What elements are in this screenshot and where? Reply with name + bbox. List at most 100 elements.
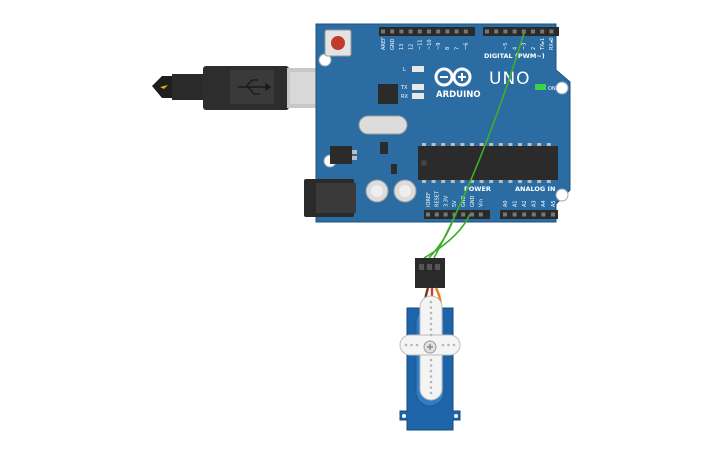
digital-header-label: DIGITAL (PWM~): [484, 52, 545, 60]
power-led: ON: [535, 84, 556, 92]
digital-pin-label: 13: [399, 44, 405, 50]
analog-pin-label: A0: [503, 200, 509, 207]
small-component: [380, 142, 388, 154]
digital-pin-hole[interactable]: [399, 29, 404, 34]
analog-pin-label: A3: [532, 200, 538, 207]
digital-pin-label: ~3: [522, 43, 528, 50]
digital-pin-hole[interactable]: [436, 29, 441, 34]
usb-chip: [378, 84, 398, 104]
digital-pin-hole[interactable]: [549, 29, 554, 34]
voltage-regulator: [330, 146, 357, 164]
analog-pin-label: A1: [512, 200, 518, 207]
power-header-label: POWER: [464, 185, 491, 193]
digital-pin-hole[interactable]: [408, 29, 413, 34]
power-pin-label: 3.3V: [443, 195, 449, 207]
digital-pin-hole[interactable]: [494, 29, 499, 34]
servo-connector: [415, 258, 445, 288]
arduino-brand: ARDUINO: [436, 90, 481, 100]
digital-pin-hole[interactable]: [485, 29, 489, 34]
analog-header: [500, 210, 558, 219]
digital-pin-label: ~10: [427, 39, 433, 50]
digital-pin-hole[interactable]: [463, 29, 468, 34]
small-component: [391, 164, 397, 174]
digital-pin-hole[interactable]: [454, 29, 459, 34]
digital-pin-label: RX◂0: [549, 37, 555, 50]
digital-pin-hole[interactable]: [503, 29, 508, 34]
power-wire[interactable]: [428, 213, 456, 259]
digital-pin-label: 7: [454, 47, 460, 50]
analog-pin-hole[interactable]: [512, 212, 517, 217]
power-pin-hole[interactable]: [478, 212, 483, 217]
digital-pin-label: 2: [531, 47, 537, 50]
analog-pin-hole[interactable]: [503, 212, 507, 217]
digital-pin-label: GND: [390, 38, 396, 50]
crystal-oscillator: [358, 115, 408, 135]
digital-pin-hole[interactable]: [540, 29, 545, 34]
servo-horn[interactable]: [399, 295, 461, 401]
digital-pin-hole[interactable]: [512, 29, 517, 34]
digital-pin-label: 8: [445, 47, 451, 50]
analog-pin-hole[interactable]: [551, 212, 555, 217]
analog-pin-label: A4: [541, 200, 547, 207]
power-pin-label: GND: [461, 195, 467, 207]
digital-header: [483, 27, 559, 36]
analog-pin-label: A5: [551, 200, 557, 207]
arduino-logo-icon: [434, 67, 472, 87]
atmega-chip: [418, 143, 558, 183]
power-pin-label: GND: [470, 195, 476, 207]
digital-pin-label: 12: [408, 44, 414, 50]
digital-pin-hole[interactable]: [521, 29, 526, 34]
power-pin-hole[interactable]: [426, 212, 430, 217]
power-header: [424, 210, 490, 219]
digital-pin-label: 4: [512, 47, 518, 50]
digital-pin-hole[interactable]: [417, 29, 422, 34]
usb-symbol-icon: [238, 79, 272, 95]
micro-servo[interactable]: [399, 258, 461, 431]
ground-wire[interactable]: [423, 213, 471, 259]
power-pin-label: RESET: [435, 190, 441, 207]
wires: [423, 32, 525, 259]
mounting-hole: [555, 81, 569, 95]
mounting-hole: [555, 188, 569, 202]
analog-header-label: ANALOG IN: [515, 185, 555, 193]
digital-pin-hole[interactable]: [390, 29, 395, 34]
power-pin-hole[interactable]: [434, 212, 439, 217]
led-label-tx: TX: [400, 85, 408, 91]
digital-pin-label: ~6: [464, 43, 470, 50]
power-pin-hole[interactable]: [461, 212, 466, 217]
analog-pin-hole[interactable]: [541, 212, 546, 217]
led-label-rx: RX: [401, 94, 408, 100]
digital-pin-label: ~9: [436, 43, 442, 50]
digital-pin-label: ~5: [503, 43, 509, 50]
power-pin-label: Vin: [479, 199, 485, 207]
digital-pin-label: AREF: [381, 37, 387, 50]
digital-pin-hole[interactable]: [445, 29, 450, 34]
digital-pin-label: TX▸1: [540, 38, 546, 51]
status-leds: L TX RX: [400, 66, 424, 100]
dc-power-jack[interactable]: [304, 179, 356, 217]
analog-pin-holes: [503, 212, 555, 217]
capacitor: [365, 179, 389, 203]
screw-icon: [427, 344, 433, 350]
analog-pin-label: A2: [522, 200, 528, 207]
reset-button[interactable]: [324, 29, 352, 57]
analog-pin-hole[interactable]: [531, 212, 536, 217]
led-label-l: L: [403, 67, 406, 73]
capacitor: [393, 179, 417, 203]
on-label: ON: [548, 86, 556, 92]
digital-pin-hole[interactable]: [531, 29, 535, 34]
digital-pin-label: ~11: [418, 39, 424, 50]
digital-pin-hole[interactable]: [381, 29, 385, 34]
digital-pin-hole[interactable]: [427, 29, 431, 34]
power-pin-label: IOREF: [426, 192, 432, 207]
power-pin-hole[interactable]: [443, 212, 448, 217]
power-pin-hole[interactable]: [470, 212, 474, 217]
digital-pin-holes: [381, 29, 554, 34]
power-pin-label: 5V: [452, 200, 458, 207]
analog-pin-hole[interactable]: [522, 212, 527, 217]
